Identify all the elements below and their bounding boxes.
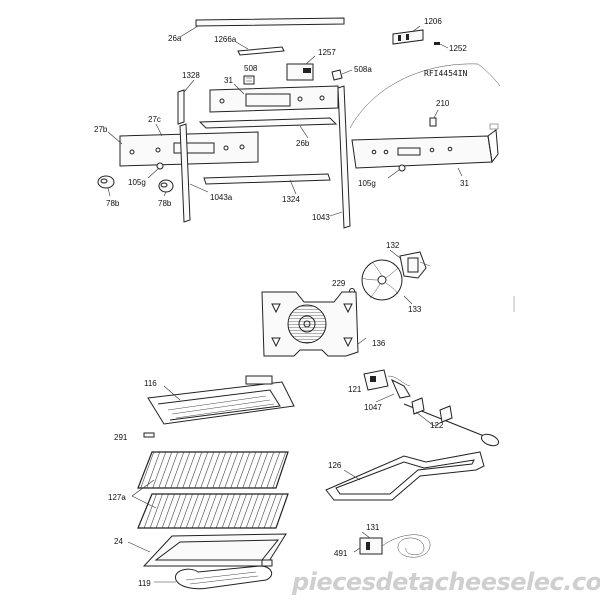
label-1324: 1324	[282, 195, 300, 204]
label-1043: 1043	[312, 213, 330, 222]
label-491: 491	[334, 549, 348, 558]
part-1043a	[179, 123, 209, 223]
label-31-top: 31	[224, 76, 233, 85]
part-508	[243, 75, 255, 85]
part-105g-left	[147, 162, 164, 179]
part-132-fan-motor	[389, 249, 431, 279]
label-122: 122	[430, 421, 444, 430]
label-132: 132	[386, 241, 400, 250]
label-133: 133	[408, 305, 422, 314]
part-508a	[331, 69, 353, 81]
part-31-top	[209, 83, 339, 113]
label-78b-mid: 78b	[158, 199, 172, 208]
label-78b-left: 78b	[106, 199, 120, 208]
label-1047: 1047	[364, 403, 382, 412]
label-131: 131	[366, 523, 380, 532]
label-24: 24	[114, 537, 123, 546]
part-126-gasket	[325, 451, 485, 501]
label-1328: 1328	[182, 71, 200, 80]
part-1257	[286, 55, 316, 81]
label-27c: 27c	[148, 115, 161, 124]
part-116-grill-element	[147, 375, 295, 425]
label-105g-left: 105g	[128, 178, 146, 187]
label-126: 126	[328, 461, 342, 470]
label-136: 136	[372, 339, 386, 348]
label-291: 291	[114, 433, 128, 442]
part-133-fan-blade	[361, 259, 413, 305]
label-1266a: 1266a	[214, 35, 237, 44]
label-121: 121	[348, 385, 362, 394]
part-105g-right	[387, 164, 406, 179]
label-31-right: 31	[460, 179, 469, 188]
part-121-lamp	[363, 369, 411, 391]
label-127a: 127a	[108, 493, 126, 502]
label-119: 119	[138, 579, 151, 588]
label-508a: 508a	[354, 65, 372, 74]
label-1257: 1257	[318, 48, 336, 57]
part-127a-rack-upper	[137, 451, 289, 489]
part-291	[143, 432, 155, 438]
part-78b-left	[97, 175, 115, 197]
part-1047	[375, 378, 411, 403]
model-arc	[349, 63, 501, 129]
label-210: 210	[436, 99, 450, 108]
part-210	[429, 109, 439, 127]
part-127a-rack-lower	[137, 493, 289, 529]
part-131-thermostat	[353, 531, 431, 558]
label-27b: 27b	[94, 125, 108, 134]
part-78b-mid	[158, 179, 174, 197]
part-1252	[434, 42, 449, 49]
part-1206	[392, 25, 424, 45]
label-26a: 26a	[168, 34, 182, 43]
label-105g-right: 105g	[358, 179, 376, 188]
part-1043	[329, 85, 351, 229]
part-26a	[179, 17, 345, 38]
part-1324	[203, 173, 331, 195]
label-26b: 26b	[296, 139, 310, 148]
model-label: RFI4454IN	[424, 69, 468, 78]
part-26b	[198, 117, 338, 139]
part-31-right	[351, 123, 499, 177]
part-119-bottom-element	[154, 559, 273, 590]
label-508: 508	[244, 64, 258, 73]
part-27b-front-panel	[107, 123, 259, 167]
label-1206: 1206	[424, 17, 442, 26]
label-116: 116	[144, 379, 157, 388]
label-1252: 1252	[449, 44, 467, 53]
part-122-rotisserie	[403, 397, 500, 447]
part-136-fan-cover	[261, 291, 367, 357]
label-229: 229	[332, 279, 346, 288]
watermark: piecesdetacheeselec.com	[291, 568, 600, 596]
label-1043a: 1043a	[210, 193, 233, 202]
part-1266a	[235, 41, 285, 56]
part-1328	[177, 79, 195, 125]
